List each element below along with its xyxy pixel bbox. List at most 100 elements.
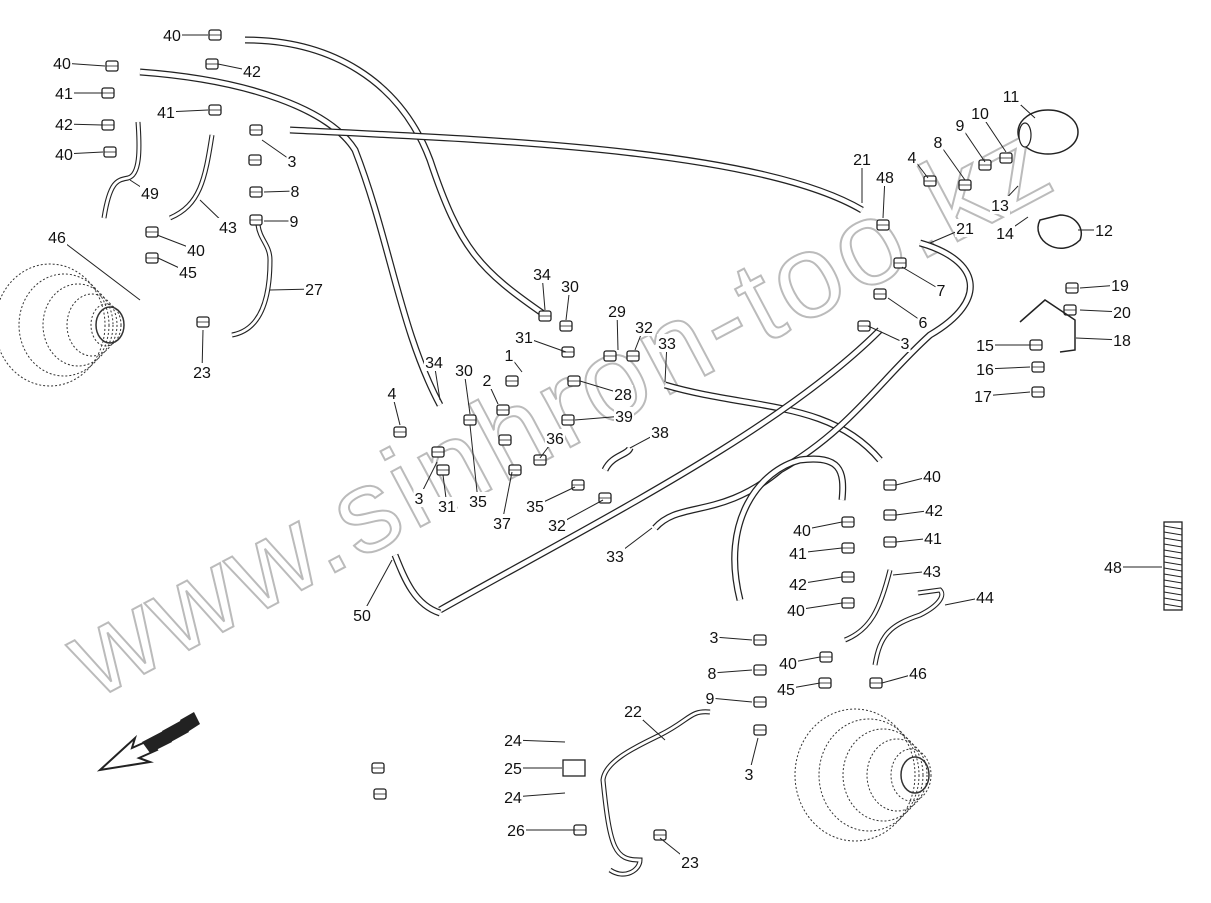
callout-45: 45	[777, 682, 795, 699]
callout-21: 21	[853, 152, 871, 169]
callout-28: 28	[614, 387, 632, 404]
callout-40: 40	[53, 56, 71, 73]
callout-42: 42	[925, 503, 943, 520]
callout-1: 1	[505, 348, 514, 365]
callout-8: 8	[291, 184, 300, 201]
fittings	[101, 29, 1183, 841]
leader-line	[711, 669, 753, 674]
right-wheel-motor	[794, 708, 932, 842]
callout-30: 30	[455, 363, 473, 380]
leader-line	[901, 266, 942, 291]
callout-3: 3	[415, 491, 424, 508]
clamp-block	[562, 759, 586, 777]
leader-line	[469, 424, 479, 502]
wheel-motors	[0, 263, 932, 842]
callout-44: 44	[976, 590, 994, 607]
callout-23: 23	[681, 855, 699, 872]
leader-line	[709, 697, 753, 703]
callout-49: 49	[141, 186, 159, 203]
callout-22: 22	[624, 704, 642, 721]
callout-37: 37	[493, 516, 511, 533]
callout-8: 8	[934, 135, 943, 152]
callout-23: 23	[193, 365, 211, 382]
callout-10: 10	[971, 106, 989, 123]
callout-41: 41	[55, 86, 73, 103]
callout-13: 13	[991, 198, 1009, 215]
callout-41: 41	[924, 531, 942, 548]
callout-41: 41	[157, 105, 175, 122]
callout-41: 41	[789, 546, 807, 563]
callout-46: 46	[909, 666, 927, 683]
callout-30: 30	[561, 279, 579, 296]
callout-6: 6	[919, 315, 928, 332]
leader-line	[867, 325, 906, 344]
callout-48: 48	[876, 170, 894, 187]
spiral-guard	[1163, 521, 1183, 611]
bracket	[1019, 299, 1076, 353]
callout-9: 9	[956, 118, 965, 135]
clamp	[1037, 214, 1082, 250]
callout-45: 45	[179, 265, 197, 282]
tube	[101, 121, 142, 219]
leader-line	[361, 559, 393, 616]
callout-34: 34	[533, 267, 551, 284]
callout-12: 12	[1095, 223, 1113, 240]
callout-42: 42	[55, 117, 73, 134]
tube	[872, 587, 945, 666]
hoses	[101, 36, 974, 877]
callout-33: 33	[606, 549, 624, 566]
callout-4: 4	[908, 150, 917, 167]
leader-line	[887, 297, 924, 323]
callout-38: 38	[651, 425, 669, 442]
callout-9: 9	[290, 214, 299, 231]
hose	[289, 126, 864, 214]
callout-3: 3	[901, 336, 910, 353]
left-wheel-motor	[0, 263, 125, 387]
callout-31: 31	[515, 330, 533, 347]
callout-35: 35	[526, 499, 544, 516]
callout-7: 7	[937, 283, 946, 300]
hose	[139, 68, 444, 407]
callout-15: 15	[976, 338, 994, 355]
callout-24: 24	[504, 790, 522, 807]
callout-40: 40	[779, 656, 797, 673]
callout-42: 42	[789, 577, 807, 594]
callout-50: 50	[353, 608, 371, 625]
leader-line	[56, 236, 141, 301]
callout-39: 39	[615, 409, 633, 426]
callout-2: 2	[483, 373, 492, 390]
callout-34: 34	[425, 355, 443, 372]
callout-27: 27	[305, 282, 323, 299]
callout-35: 35	[469, 494, 487, 511]
callout-46: 46	[48, 230, 66, 247]
callout-18: 18	[1113, 333, 1131, 350]
callout-32: 32	[635, 320, 653, 337]
callout-19: 19	[1111, 278, 1129, 295]
callout-3: 3	[710, 630, 719, 647]
callout-labels: 1233333446788899910111213141516171819202…	[47, 26, 1132, 872]
callout-29: 29	[608, 304, 626, 321]
direction-arrow-icon	[96, 712, 200, 772]
callout-33: 33	[658, 336, 676, 353]
callout-26: 26	[507, 823, 525, 840]
leader-line	[713, 636, 753, 641]
callout-20: 20	[1113, 305, 1131, 322]
callout-24: 24	[504, 733, 522, 750]
accumulator	[1017, 109, 1079, 155]
callout-40: 40	[55, 147, 73, 164]
callout-9: 9	[706, 691, 715, 708]
callout-3: 3	[745, 767, 754, 784]
callout-48: 48	[1104, 560, 1122, 577]
callout-40: 40	[787, 603, 805, 620]
hose	[391, 553, 442, 617]
callout-17: 17	[974, 389, 992, 406]
callout-36: 36	[546, 431, 564, 448]
callout-43: 43	[219, 220, 237, 237]
callout-40: 40	[793, 523, 811, 540]
callout-40: 40	[923, 469, 941, 486]
callout-11: 11	[1003, 89, 1020, 106]
callout-16: 16	[976, 362, 994, 379]
callout-42: 42	[243, 64, 261, 81]
